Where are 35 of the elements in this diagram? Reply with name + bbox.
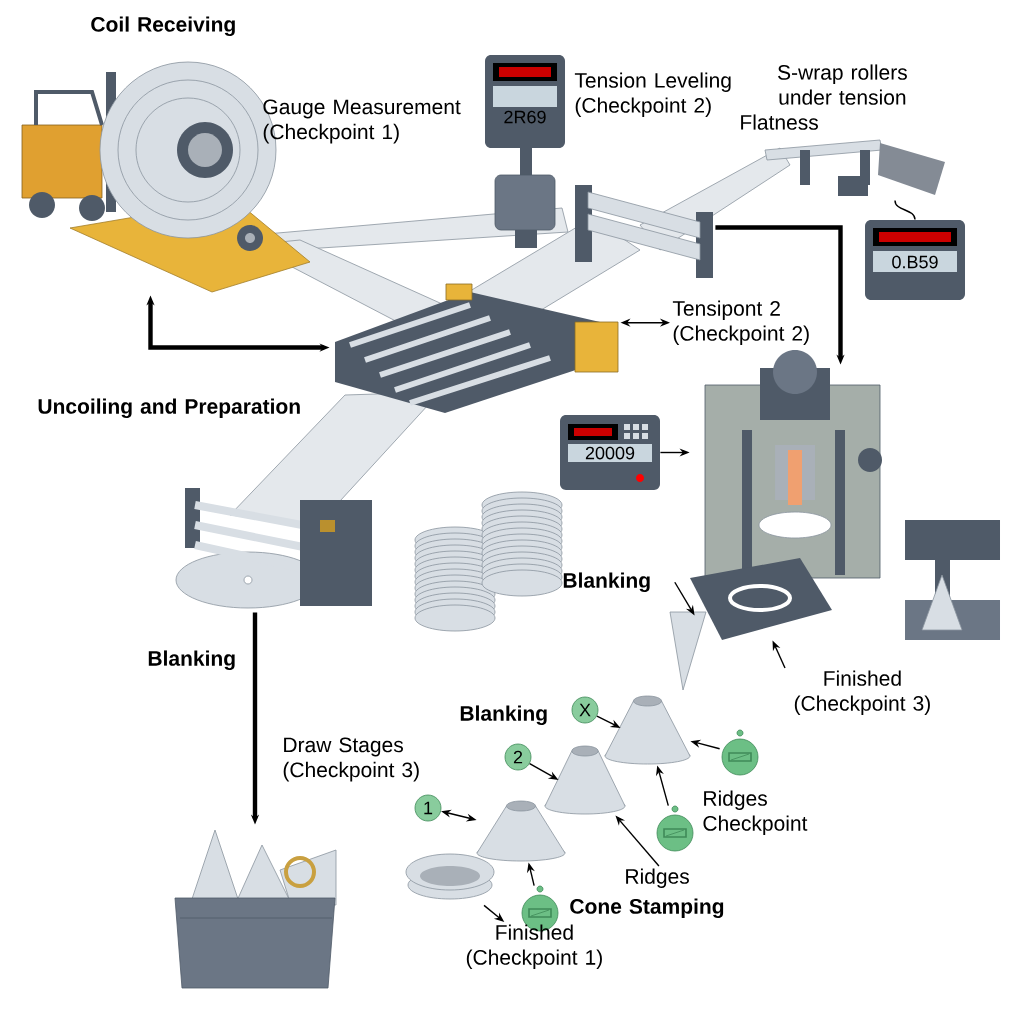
- gauge-display-drawing: 2R69: [485, 55, 565, 248]
- roller-unit-drawing: [764, 139, 945, 196]
- step-label: Cone Stamping: [570, 898, 724, 919]
- number-badge: X: [571, 696, 599, 724]
- cone-drawing: [604, 695, 691, 765]
- step-label: Ridges Checkpoint: [703, 790, 808, 835]
- roller-stand-drawing: [575, 185, 713, 278]
- display-panel-drawing: 0.B59: [865, 220, 965, 300]
- step-label: Gauge Measurement (Checkpoint 1): [263, 99, 461, 144]
- sensor-ball-drawing: [721, 729, 759, 776]
- step-label: Coil Receiving: [91, 16, 235, 37]
- cone-drawing: [476, 800, 566, 862]
- step-label: Flatness: [741, 114, 818, 130]
- step-label: Tension Leveling (Checkpoint 2): [574, 72, 731, 117]
- step-label: Finished (Checkpoint 3): [794, 670, 930, 715]
- step-label: S-wrap rollers under tension: [778, 64, 907, 105]
- step-label: Finished (Checkpoint 1): [466, 924, 602, 969]
- roll-feeder-drawing: [175, 488, 372, 609]
- press-machine-drawing: [690, 350, 882, 640]
- step-label: Tensipont 2 (Checkpoint 2): [672, 300, 809, 345]
- cone-drawing: [544, 745, 626, 815]
- step-label: Uncoiling and Preparation: [38, 398, 300, 419]
- step-label: Blanking: [148, 650, 235, 671]
- step-label: Ridges: [626, 868, 689, 888]
- cable-line: [894, 199, 916, 221]
- sensor-ball-drawing: [656, 805, 694, 852]
- step-label: Draw Stages (Checkpoint 3): [283, 737, 419, 782]
- bowl-drawing: [405, 853, 495, 900]
- number-badge: 1: [414, 794, 442, 822]
- parts-bin-drawing: [174, 829, 337, 989]
- step-label: Blanking: [460, 705, 547, 726]
- step-label: Blanking: [563, 572, 650, 593]
- control-panel-drawing: 20009: [560, 415, 660, 490]
- number-badge: 2: [504, 743, 532, 771]
- leveler-machine-drawing: [335, 283, 619, 413]
